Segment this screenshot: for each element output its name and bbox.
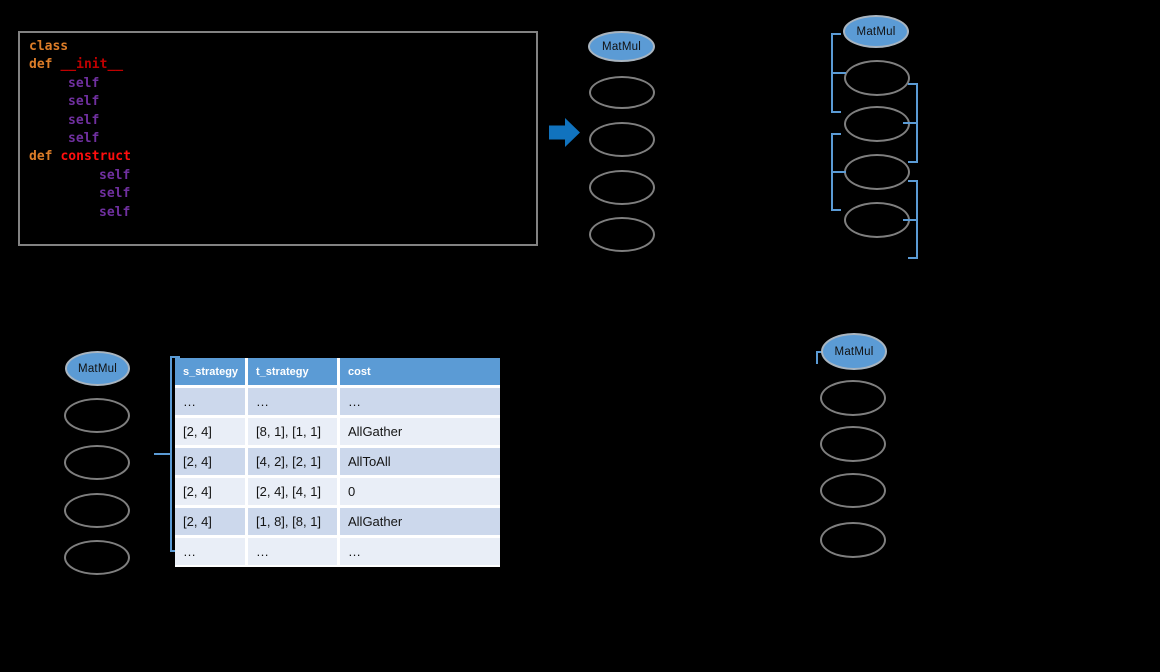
right-arrow-shape	[549, 118, 580, 147]
right-bracket-group-2	[903, 180, 918, 259]
graph-a-matmul-node: MatMul	[588, 31, 655, 62]
code-token-keyword: def	[29, 149, 53, 165]
graph-a-node-3	[589, 170, 655, 205]
graph-d-node-3	[820, 473, 886, 508]
graph-c-node-1	[64, 398, 130, 433]
column-header: t_strategy	[248, 358, 337, 385]
column-header: cost	[340, 358, 500, 385]
table-cell: …	[340, 538, 500, 565]
bracket-pointer	[833, 72, 846, 74]
code-token-keyword: class	[29, 39, 69, 54]
code-token-self: self	[68, 94, 100, 110]
column-header: s_strategy	[175, 358, 245, 385]
graph-d-node-2	[820, 426, 886, 462]
graph-a-node-2	[589, 122, 655, 157]
table-cell: …	[248, 538, 337, 565]
code-token-keyword: def	[29, 57, 53, 73]
table-cell: [2, 4]	[175, 508, 245, 535]
code-line: self	[20, 75, 536, 93]
code-line: def construct	[20, 148, 536, 166]
table-cell: …	[175, 538, 245, 565]
code-token-self: self	[99, 167, 131, 183]
graph-d-node-4	[820, 522, 886, 558]
table-cell: …	[175, 388, 245, 415]
graph-b-node-2	[844, 106, 910, 142]
graph-a-node-1	[589, 76, 655, 109]
table-cell: [2, 4]	[175, 448, 245, 475]
bracket-pointer	[903, 218, 916, 221]
table-cell: [1, 8], [8, 1]	[248, 508, 337, 535]
code-line: class	[20, 38, 536, 56]
code-line: self	[20, 93, 536, 111]
graph-d-node-1	[820, 380, 886, 416]
graph-b-node-3	[844, 154, 910, 190]
strategy-cost-table: s_strategy t_strategy cost … … … [2, 4] …	[175, 358, 500, 567]
table-cell: [2, 4]	[175, 478, 245, 505]
graph-b-node-1	[844, 60, 910, 96]
bracket-pointer	[833, 171, 846, 173]
table-cell: [2, 4], [4, 1]	[248, 478, 337, 505]
table-cell: AllToAll	[340, 448, 500, 475]
matmul-label: MatMul	[856, 25, 896, 38]
left-bracket-group-1	[831, 33, 846, 113]
graph-d-matmul-node: MatMul	[821, 333, 887, 370]
bracket-pointer	[903, 122, 916, 124]
table-cell: [4, 2], [2, 1]	[248, 448, 337, 475]
bracket-pointer	[154, 453, 172, 455]
code-line: self	[20, 130, 536, 148]
table-cell: …	[248, 388, 337, 415]
graph-c-node-4	[64, 540, 130, 575]
code-token-self: self	[99, 204, 131, 220]
graph-c-node-2	[64, 445, 130, 480]
graph-c-node-3	[64, 493, 130, 528]
code-token-init: __init__	[60, 57, 124, 73]
table-cell: …	[340, 388, 500, 415]
code-line: self	[20, 167, 536, 185]
table-cell: [2, 4]	[175, 418, 245, 445]
graph-a-node-4	[589, 217, 655, 252]
code-token-self: self	[68, 112, 100, 128]
left-bracket-group-2	[831, 133, 846, 211]
graph-b-node-4	[844, 202, 910, 238]
right-arrow-icon	[549, 118, 580, 147]
code-line: def __init__	[20, 56, 536, 74]
code-token-self: self	[68, 75, 100, 91]
code-block: class def __init__ self self self self de…	[18, 31, 538, 246]
code-line: self	[20, 204, 536, 222]
graph-c-matmul-node: MatMul	[65, 351, 130, 386]
code-token-self: self	[68, 131, 100, 147]
matmul-label: MatMul	[834, 345, 874, 358]
code-line: self	[20, 112, 536, 130]
graph-b-matmul-node: MatMul	[843, 15, 909, 48]
table-cell: [8, 1], [1, 1]	[248, 418, 337, 445]
table-cell: AllGather	[340, 418, 500, 445]
table-cell: AllGather	[340, 508, 500, 535]
table-cell: 0	[340, 478, 500, 505]
code-token-construct: construct	[60, 149, 131, 165]
right-bracket-group-1	[903, 83, 918, 163]
code-token-self: self	[99, 186, 131, 202]
matmul-label: MatMul	[602, 40, 641, 53]
code-line: self	[20, 185, 536, 203]
matmul-label: MatMul	[78, 362, 117, 375]
